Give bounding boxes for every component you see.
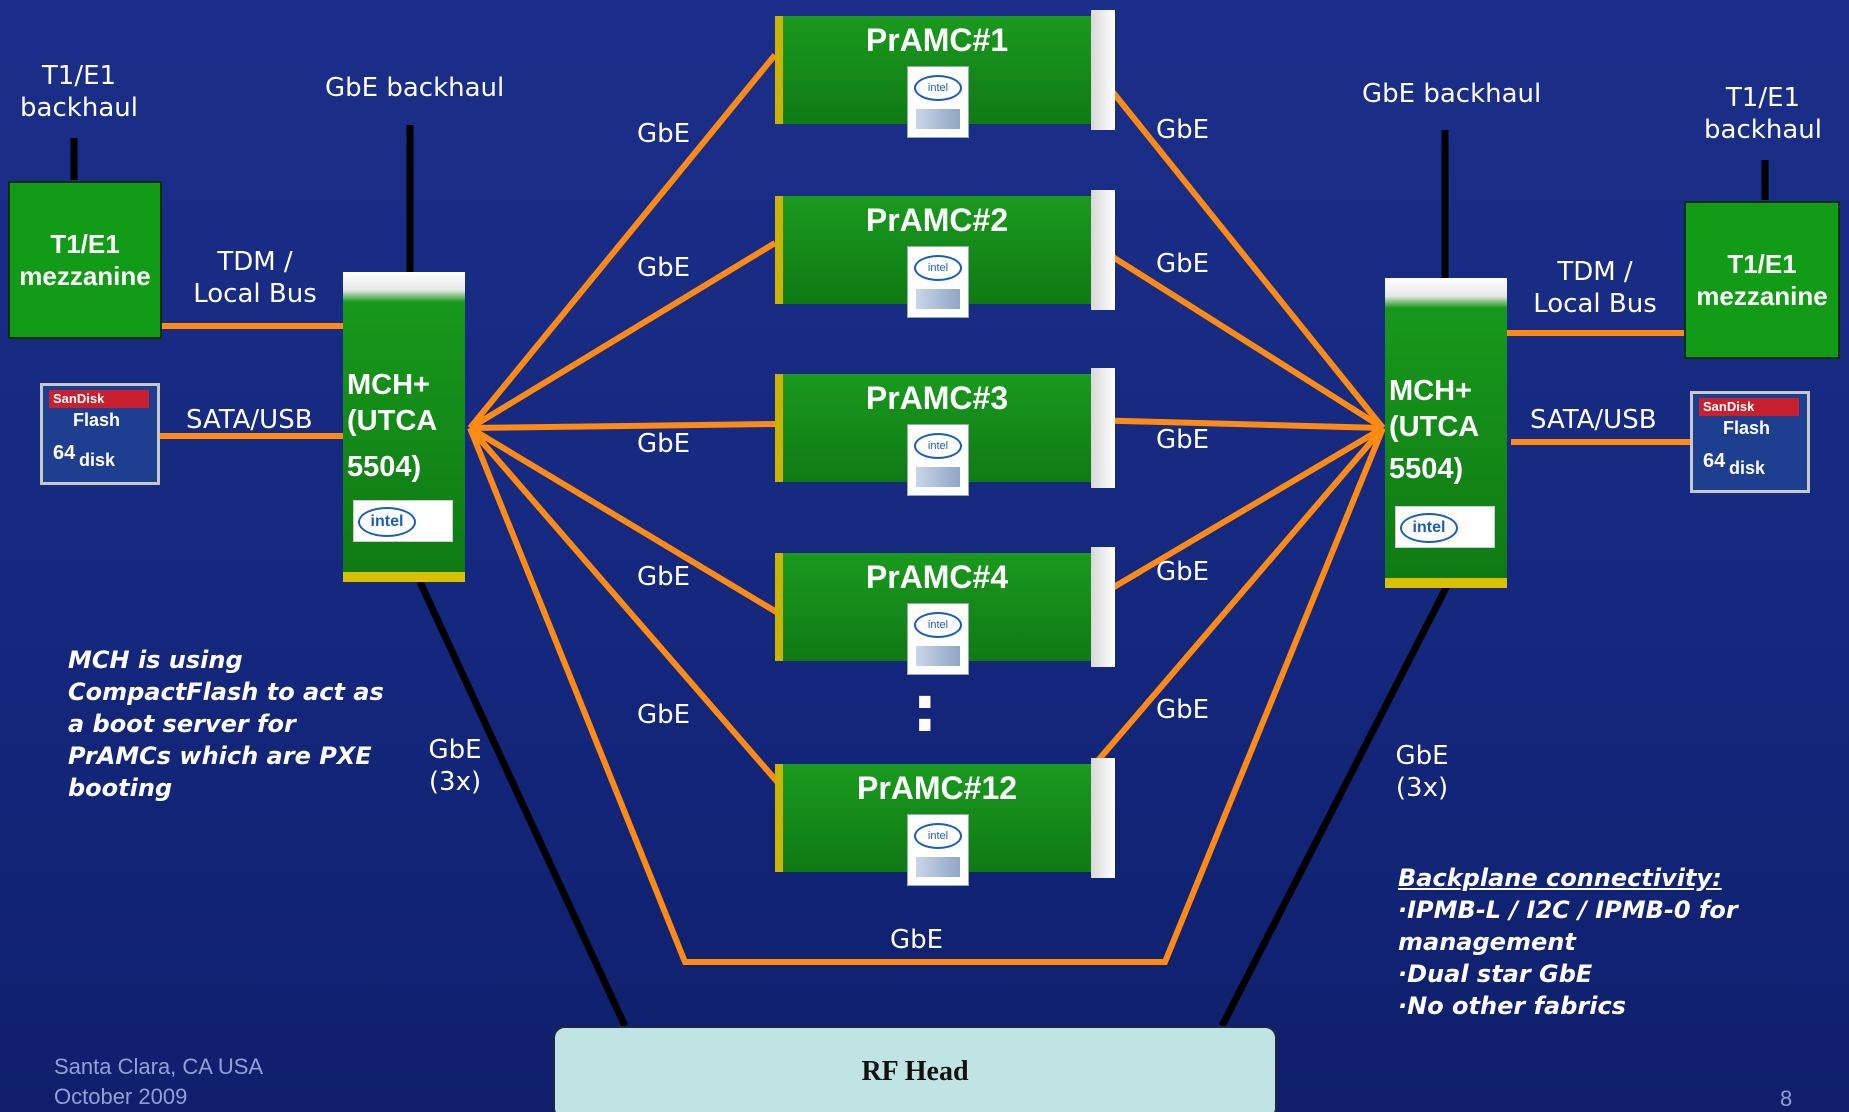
gbe-label: GbE	[1156, 249, 1210, 279]
page-number: 8	[1780, 1086, 1793, 1111]
gbe-label: GbE	[637, 562, 691, 592]
rf-line-right	[1218, 580, 1453, 1028]
gbe-label-bottom: GbE	[890, 925, 944, 955]
intel-core2-chip: intel	[907, 424, 969, 496]
gbe-label: GbE	[1156, 425, 1210, 455]
tdm-label-right: TDM /Local Bus	[1533, 257, 1657, 319]
gbe-label: GbE	[1156, 115, 1210, 145]
rf-head-box: RF Head	[553, 1026, 1277, 1112]
gbe-label: GbE	[1156, 557, 1210, 587]
ellipsis-vertical: :	[912, 673, 938, 747]
pramc-card-2: PrAMC#2 intel	[775, 190, 1115, 318]
gbe-backhaul-label-right: GbE backhaul	[1362, 79, 1542, 109]
pramc-card-12: PrAMC#12 intel	[775, 758, 1115, 886]
tdm-label-left: TDM /Local Bus	[193, 247, 317, 309]
flash-disk-left: SanDisk Flash 64 disk	[40, 383, 160, 485]
gbe-links-right	[1073, 53, 1386, 787]
rf-line-left	[416, 580, 629, 1028]
boot-server-note: MCH is using CompactFlash to act as a bo…	[68, 646, 384, 802]
pramc-card-4: PrAMC#4 intel	[775, 547, 1115, 675]
intel-core2-chip: intel	[907, 603, 969, 675]
gbe-label: GbE	[637, 700, 691, 730]
intel-core2-chip: intel	[907, 814, 969, 886]
gbe-label: GbE	[637, 119, 691, 149]
flash-disk-right: SanDisk Flash 64 disk	[1690, 391, 1810, 493]
backplane-connectivity-note: Backplane connectivity: ·IPMB-L / I2C / …	[1398, 864, 1738, 1020]
intel-logo: intel	[1395, 506, 1495, 548]
gbe-links-left	[467, 53, 1386, 965]
pramc-card-3: PrAMC#3 intel	[775, 368, 1115, 496]
gbe-label: GbE	[1156, 695, 1210, 725]
gbe-label: GbE	[637, 429, 691, 459]
sata-label-right: SATA/USB	[1530, 405, 1657, 435]
sata-label-left: SATA/USB	[186, 405, 313, 435]
intel-core2-chip: intel	[907, 66, 969, 138]
intel-logo: intel	[353, 500, 453, 542]
gbe-3x-label-right: GbE(3x)	[1395, 741, 1449, 803]
gbe-backhaul-label-left: GbE backhaul	[325, 73, 505, 103]
intel-core2-chip: intel	[907, 246, 969, 318]
gbe-3x-label-left: GbE(3x)	[428, 735, 482, 797]
gbe-label: GbE	[637, 253, 691, 283]
pramc-card-1: PrAMC#1 intel	[775, 10, 1115, 138]
